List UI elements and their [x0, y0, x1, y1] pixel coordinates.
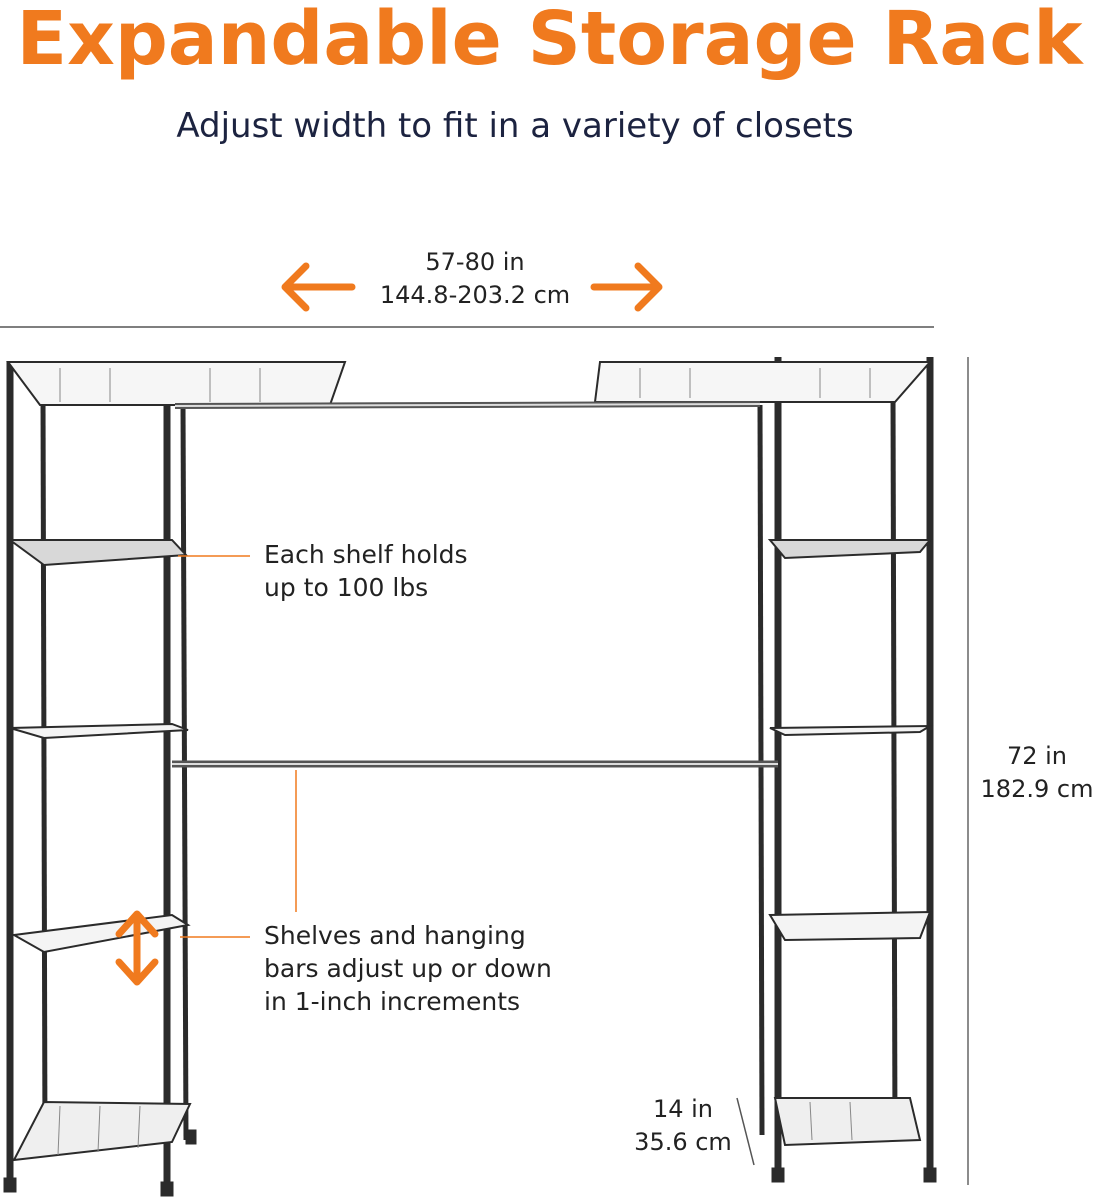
shelf: [769, 724, 934, 737]
callout-line: up to 100 lbs: [264, 573, 429, 602]
callout-line: Shelves and hanging: [264, 921, 526, 950]
shelf: [10, 913, 191, 954]
depth-cm-text: 35.6 cm: [634, 1128, 732, 1156]
callout-line: in 1-inch increments: [264, 987, 521, 1016]
page-subtitle: Adjust width to fit in a variety of clos…: [176, 106, 854, 146]
foot: [160, 1181, 174, 1197]
post: [40, 394, 48, 1151]
shelf: [767, 539, 933, 560]
post: [757, 404, 765, 1136]
shelf: [6, 539, 189, 567]
width-in-text: 57-80 in: [425, 248, 525, 276]
foot: [3, 1177, 17, 1193]
right-tower: [593, 357, 937, 1183]
page-title: Expandable Storage Rack: [16, 0, 1083, 82]
callout-line: bars adjust up or down: [264, 954, 552, 983]
width-arrows: [281, 262, 663, 312]
adjustable-shelves-callout: Shelves and hanging bars adjust up or do…: [264, 919, 552, 1018]
shelf: [768, 910, 932, 942]
depth-in-text: 14 in: [652, 1095, 714, 1123]
shelf: [593, 361, 933, 403]
left-tower: [3, 361, 347, 1197]
foot: [923, 1167, 937, 1183]
width-dimension-label: 57-80 in 144.8-203.2 cm: [370, 246, 580, 312]
shelf: [773, 1097, 922, 1147]
depth-dimension-label: 14 in 35.6 cm: [624, 1093, 742, 1159]
left-arrow-head-icon: [281, 262, 310, 312]
width-cm-text: 144.8-203.2 cm: [379, 281, 571, 309]
callout-line: Each shelf holds: [264, 540, 468, 569]
height-cm-text: 182.9 cm: [980, 775, 1094, 803]
post: [890, 394, 898, 1141]
hanging-bars: [172, 401, 778, 768]
shelf: [9, 722, 189, 740]
height-dimension-label: 72 in 182.9 cm: [975, 740, 1099, 806]
adjust-arrow-icon: [115, 910, 159, 986]
depth-dimension-line: [736, 1097, 755, 1166]
shelf: [6, 361, 347, 406]
shelf-capacity-callout: Each shelf holds up to 100 lbs: [264, 538, 468, 604]
post: [180, 404, 189, 1141]
callout-leaders: [178, 555, 297, 938]
foot: [771, 1167, 785, 1183]
foot: [185, 1129, 197, 1145]
height-in-text: 72 in: [1006, 742, 1068, 770]
right-arrow-head-icon: [634, 262, 663, 312]
